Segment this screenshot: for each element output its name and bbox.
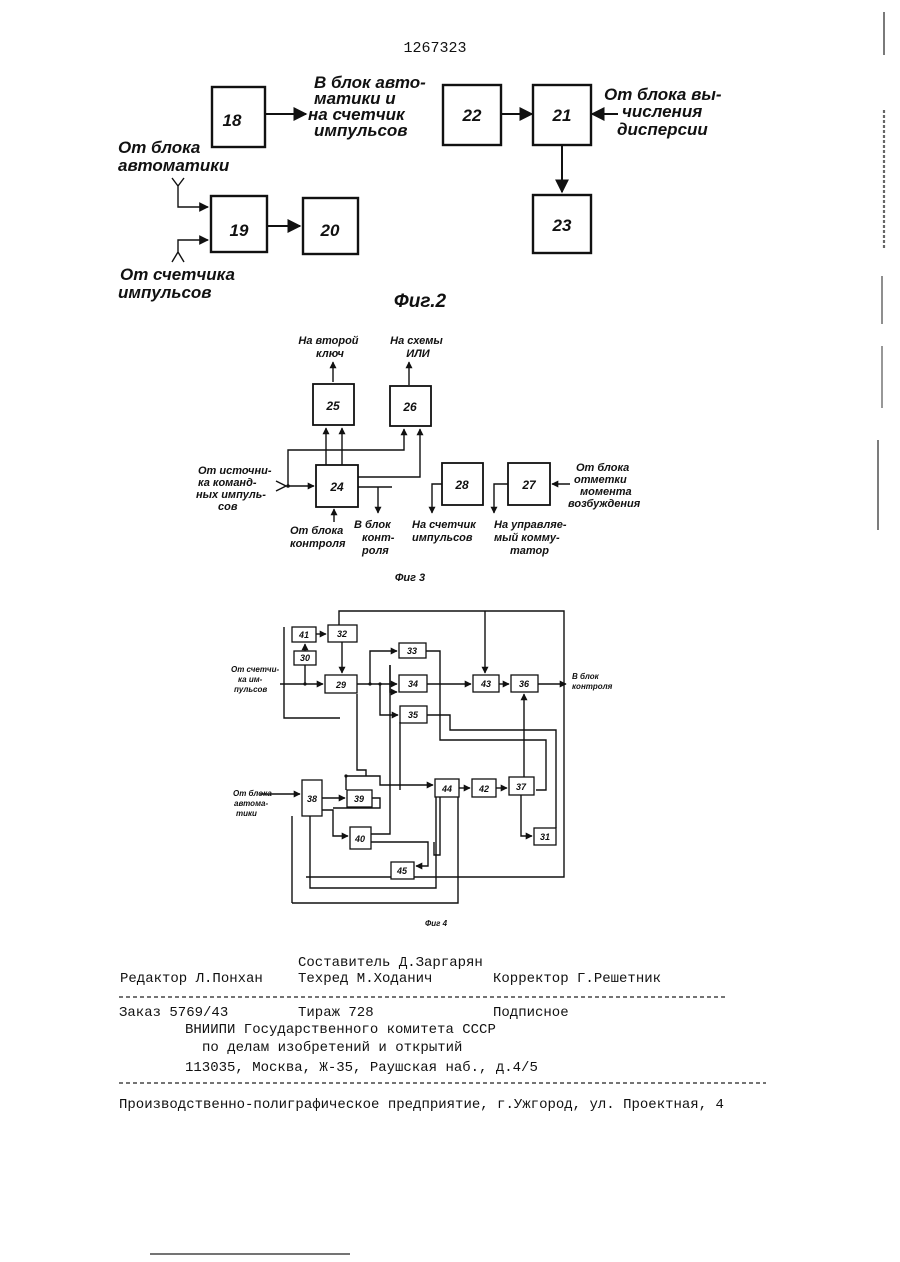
block-36: 36 xyxy=(511,675,538,692)
figure-2-caption: Фиг.2 xyxy=(394,291,447,312)
block-23-label: 23 xyxy=(552,216,572,235)
block-27-label: 27 xyxy=(521,478,537,492)
label-fig4-from-counter: От счетчи- ка им- пульсов xyxy=(231,665,281,694)
block-25: 25 xyxy=(313,384,354,425)
block-28-label: 28 xyxy=(454,478,469,492)
block-21: 21 xyxy=(533,85,591,145)
block-43: 43 xyxy=(473,675,499,692)
block-20-label: 20 xyxy=(320,221,340,240)
block-20: 20 xyxy=(303,198,358,254)
block-35-label: 35 xyxy=(408,710,419,720)
subscription-line: Подписное xyxy=(493,1005,569,1021)
block-22-label: 22 xyxy=(462,106,482,125)
block-33-label: 33 xyxy=(407,646,417,656)
colophon: Составитель Д.Заргарян Редактор Л.Понхан… xyxy=(119,955,766,1113)
block-37-label: 37 xyxy=(516,782,527,792)
compiler-line: Составитель Д.Заргарян xyxy=(298,955,483,971)
techred-line: Техред М.Ходанич xyxy=(298,971,432,987)
block-41-label: 41 xyxy=(298,630,309,640)
order-line: Заказ 5769/43 xyxy=(119,1005,228,1021)
label-from-control: От блока контроля xyxy=(290,525,346,550)
block-30-label: 30 xyxy=(300,653,310,663)
label-second-key: На второй ключ xyxy=(298,335,361,360)
block-44: 44 xyxy=(435,779,459,797)
label-or-circuit: На схемы ИЛИ xyxy=(390,335,446,360)
patent-number: 1267323 xyxy=(403,40,466,57)
label-to-counter: На счетчик импульсов xyxy=(412,519,479,544)
block-32: 32 xyxy=(328,625,357,642)
figure-3: На второй ключ На схемы ИЛИ 25 26 24 От … xyxy=(196,335,641,584)
label-to-switch: На управляе- мый комму- татор xyxy=(494,519,570,557)
label-to-automation-counter: В блок авто- матики и на счетчик импульс… xyxy=(308,73,431,140)
block-18: 18 xyxy=(212,87,265,147)
block-25-label: 25 xyxy=(325,399,340,413)
block-31-label: 31 xyxy=(540,832,550,842)
figure-2: 18 В блок авто- матики и на счетчик импу… xyxy=(118,73,726,312)
block-26-label: 26 xyxy=(402,400,417,414)
block-40: 40 xyxy=(350,827,371,849)
block-27: 27 xyxy=(508,463,550,505)
block-30: 30 xyxy=(294,651,316,665)
block-21-label: 21 xyxy=(552,106,572,125)
figure-4: 41 32 30 29 33 34 35 43 xyxy=(231,611,613,928)
label-to-control: В блок конт- роля xyxy=(354,519,397,557)
block-29: 29 xyxy=(325,675,357,693)
corrector-line: Корректор Г.Решетник xyxy=(493,971,661,987)
label-from-cmd-source: От источни- ка команд- ных импуль- сов xyxy=(196,465,275,513)
block-39-label: 39 xyxy=(354,794,364,804)
circulation-line: Тираж 728 xyxy=(298,1005,374,1021)
label-fig4-to-control: В блок контроля xyxy=(572,672,613,691)
org-line-3: 113035, Москва, Ж-35, Раушская наб., д.4… xyxy=(185,1059,538,1076)
org-line-2: по делам изобретений и открытий xyxy=(202,1039,462,1056)
block-19-label: 19 xyxy=(230,221,249,240)
block-24: 24 xyxy=(316,465,358,507)
block-42-label: 42 xyxy=(478,784,489,794)
block-26: 26 xyxy=(390,386,431,426)
block-44-label: 44 xyxy=(441,784,452,794)
block-43-label: 43 xyxy=(480,679,491,689)
block-35: 35 xyxy=(400,706,427,723)
editor-line: Редактор Л.Понхан xyxy=(120,971,263,987)
block-34: 34 xyxy=(399,675,427,692)
block-34-label: 34 xyxy=(408,679,418,689)
block-38-label: 38 xyxy=(307,794,317,804)
block-36-label: 36 xyxy=(519,679,530,689)
block-31: 31 xyxy=(534,828,556,845)
block-41: 41 xyxy=(292,627,316,642)
block-32-label: 32 xyxy=(337,629,347,639)
printer-line: Производственно-полиграфическое предприя… xyxy=(119,1097,724,1113)
block-33: 33 xyxy=(399,643,426,658)
block-22: 22 xyxy=(443,85,501,145)
block-28: 28 xyxy=(442,463,483,505)
block-19: 19 xyxy=(211,196,267,252)
block-45-label: 45 xyxy=(396,866,408,876)
figure-4-caption: Фиг 4 xyxy=(425,919,448,928)
block-40-label: 40 xyxy=(354,834,365,844)
block-45: 45 xyxy=(391,862,414,879)
label-fig4-from-automation: От блока автома- тики xyxy=(233,789,274,818)
label-from-counter: От счетчика импульсов xyxy=(118,265,240,302)
block-38: 38 xyxy=(302,780,322,816)
block-42: 42 xyxy=(472,779,496,797)
block-18-label: 18 xyxy=(223,111,242,130)
label-from-dispersion: От блока вы- числения дисперсии xyxy=(604,85,726,139)
block-29-label: 29 xyxy=(335,680,346,690)
block-37: 37 xyxy=(509,777,534,795)
figure-3-caption: Фиг 3 xyxy=(395,572,425,584)
label-from-excitation: От блока отметки момента возбуждения xyxy=(568,462,641,510)
block-39: 39 xyxy=(347,790,372,807)
org-line-1: ВНИИПИ Государственного комитета СССР xyxy=(185,1022,496,1038)
block-23: 23 xyxy=(533,195,591,253)
block-24-label: 24 xyxy=(329,480,344,494)
